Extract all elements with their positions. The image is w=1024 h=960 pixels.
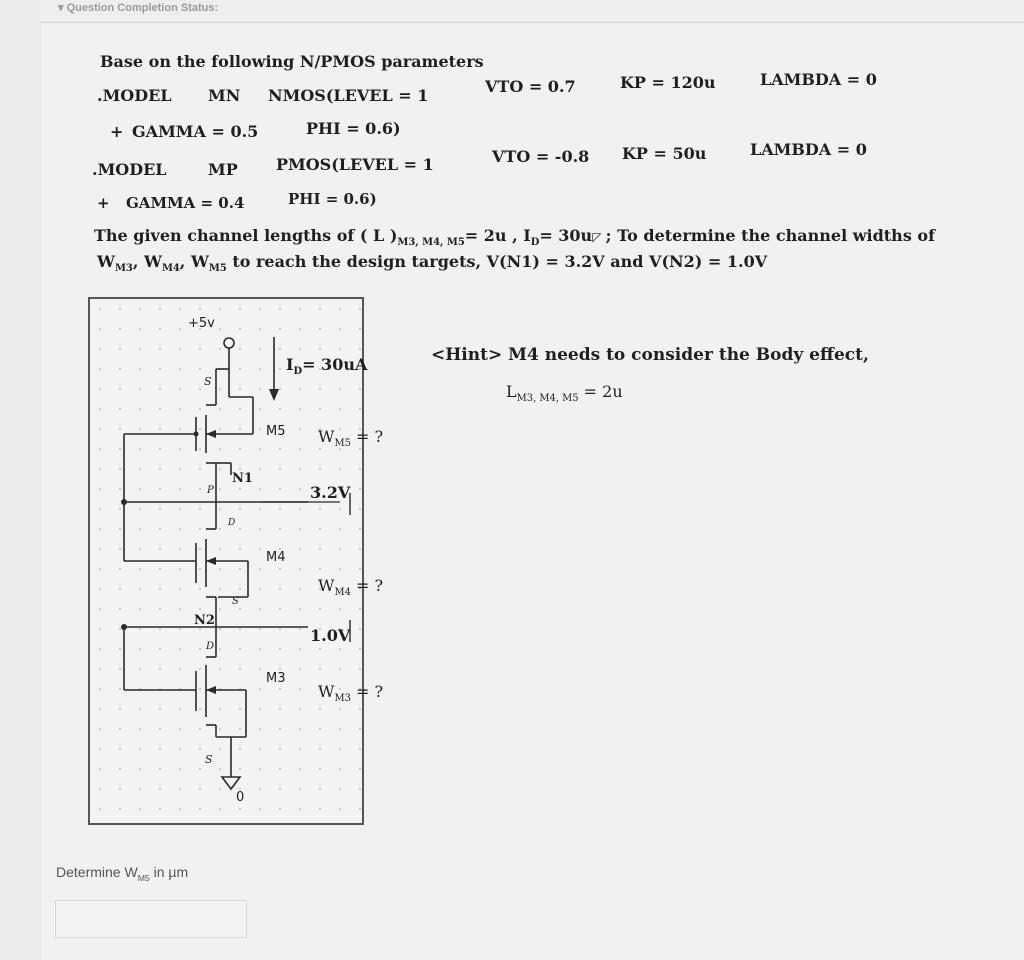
question-intro: Base on the following N/PMOS parameters xyxy=(100,52,484,71)
m4-drain-label: D xyxy=(228,518,236,528)
n1-node-dot xyxy=(121,499,127,505)
n1-label: N1 xyxy=(232,471,253,486)
cursor-icon: ◸ xyxy=(592,230,606,244)
answer-prompt: Determine WM5 in µm xyxy=(56,864,189,883)
nmos-model-type: NMOS(LEVEL = 1 xyxy=(268,86,429,105)
supply-label: +5v xyxy=(188,316,215,331)
pmos-lambda: LAMBDA = 0 xyxy=(750,140,867,159)
hint-text: <Hint> M4 needs to consider the Body eff… xyxy=(431,345,869,365)
m4-source-label: S xyxy=(232,596,239,607)
given-lengths-text: The given channel lengths of ( L )M3, M4… xyxy=(94,226,935,249)
m4-label: M4 xyxy=(266,550,286,565)
n2-voltage: 1.0V xyxy=(310,626,351,645)
wm4-label: WM4 = ? xyxy=(318,576,384,599)
drain-current-label: ID= 30uA xyxy=(286,355,368,378)
nmos-model-name: MN xyxy=(208,86,241,105)
nmos-lambda: LAMBDA = 0 xyxy=(760,70,877,89)
collapse-icon: ▾ xyxy=(58,2,67,14)
pmos-phi: PHI = 0.6) xyxy=(288,190,377,208)
m5-bulk-arrow xyxy=(206,430,216,438)
m5-source-label: S xyxy=(204,375,212,388)
design-targets-text: WM3, WM4, WM5 to reach the design target… xyxy=(97,252,768,275)
n2-node-dot xyxy=(121,624,127,630)
nmos-kp: KP = 120u xyxy=(620,73,716,92)
n1-voltage: 3.2V xyxy=(310,483,351,502)
m5-gate-dot xyxy=(193,431,199,437)
hint-lengths: LM3, M4, M5 = 2u xyxy=(506,382,623,405)
nmos-gamma: GAMMA = 0.5 xyxy=(132,122,259,141)
m5-drain-label: P xyxy=(207,485,214,496)
circuit-diagram xyxy=(88,297,418,827)
wm5-label: WM5 = ? xyxy=(318,427,384,450)
ground-icon xyxy=(220,776,242,791)
n2-label: N2 xyxy=(194,613,215,628)
nmos-vto: VTO = 0.7 xyxy=(485,77,576,96)
m3-bulk-arrow xyxy=(206,686,216,694)
supply-terminal xyxy=(223,337,235,349)
status-bar xyxy=(40,0,1024,23)
answer-input[interactable] xyxy=(55,900,247,938)
m3-source-label: S xyxy=(205,753,213,766)
ground-label: 0 xyxy=(236,790,245,805)
nmos-phi: PHI = 0.6) xyxy=(306,119,401,138)
pmos-model-type: PMOS(LEVEL = 1 xyxy=(276,155,434,174)
pmos-gamma: GAMMA = 0.4 xyxy=(126,194,245,212)
wm3-label: WM3 = ? xyxy=(318,682,384,705)
m3-drain-label: D xyxy=(206,641,215,652)
nmos-model-keyword: .MODEL xyxy=(97,86,172,105)
m4-bulk-arrow xyxy=(206,557,216,565)
pmos-vto: VTO = -0.8 xyxy=(492,147,590,166)
m5-label: M5 xyxy=(266,424,286,439)
pmos-kp: KP = 50u xyxy=(622,144,707,163)
nmos-continuation: + xyxy=(110,122,124,141)
m3-label: M3 xyxy=(266,671,286,686)
current-arrow-icon xyxy=(269,389,279,401)
pmos-model-name: MP xyxy=(208,160,238,179)
pmos-continuation: + xyxy=(97,194,110,212)
completion-status[interactable]: ▾ Question Completion Status: xyxy=(58,2,219,14)
pmos-model-keyword: .MODEL xyxy=(92,160,167,179)
